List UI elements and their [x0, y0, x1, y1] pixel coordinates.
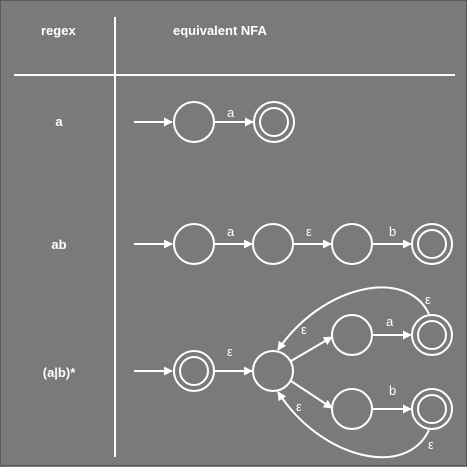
label-r3-eps-down: ε	[296, 399, 302, 414]
transition-r3-eps-loop-top	[277, 286, 430, 351]
state-r2-accept	[411, 223, 453, 265]
state-r3-hub	[252, 350, 294, 392]
transition-r3-eps-loop-bottom	[277, 391, 430, 459]
label-r3-b: b	[389, 383, 396, 398]
header-nfa: equivalent NFA	[173, 23, 267, 38]
regex-row-1: a	[55, 114, 63, 129]
state-r3-start-accept	[173, 350, 215, 392]
transition-r3-eps-up	[290, 336, 333, 362]
state-r2-s1	[252, 223, 294, 265]
header-divider	[14, 74, 455, 76]
state-r1-accept	[253, 101, 295, 143]
state-r3-b-dst-inner	[417, 394, 447, 424]
state-r2-s2	[331, 223, 373, 265]
label-r2-b: b	[389, 224, 396, 239]
label-r3-eps-up: ε	[301, 322, 307, 337]
state-r3-start-accept-inner	[179, 356, 209, 386]
state-r3-a-dst	[411, 314, 453, 356]
label-r3-eps-in: ε	[227, 344, 233, 359]
state-r1-accept-inner	[259, 107, 289, 137]
label-r3-eps-loop-top: ε	[425, 292, 431, 307]
column-divider	[114, 17, 116, 457]
label-r3-a: a	[386, 314, 394, 329]
regex-row-3: (a|b)*	[42, 365, 76, 380]
state-r3-b-src	[331, 388, 373, 430]
state-r1-s0	[173, 101, 215, 143]
regex-row-2: ab	[51, 237, 67, 252]
state-r2-s0	[173, 223, 215, 265]
state-r3-a-dst-inner	[417, 320, 447, 350]
label-r3-eps-loop-bottom: ε	[428, 437, 434, 452]
state-r2-accept-inner	[417, 229, 447, 259]
label-r2-eps: ε	[306, 224, 312, 239]
transition-r3-eps-down	[290, 380, 333, 409]
label-r2-a: a	[227, 224, 235, 239]
state-r3-a-src	[331, 314, 373, 356]
label-r1-a: a	[227, 105, 235, 120]
header-regex: regex	[41, 23, 76, 38]
state-r3-b-dst	[411, 388, 453, 430]
